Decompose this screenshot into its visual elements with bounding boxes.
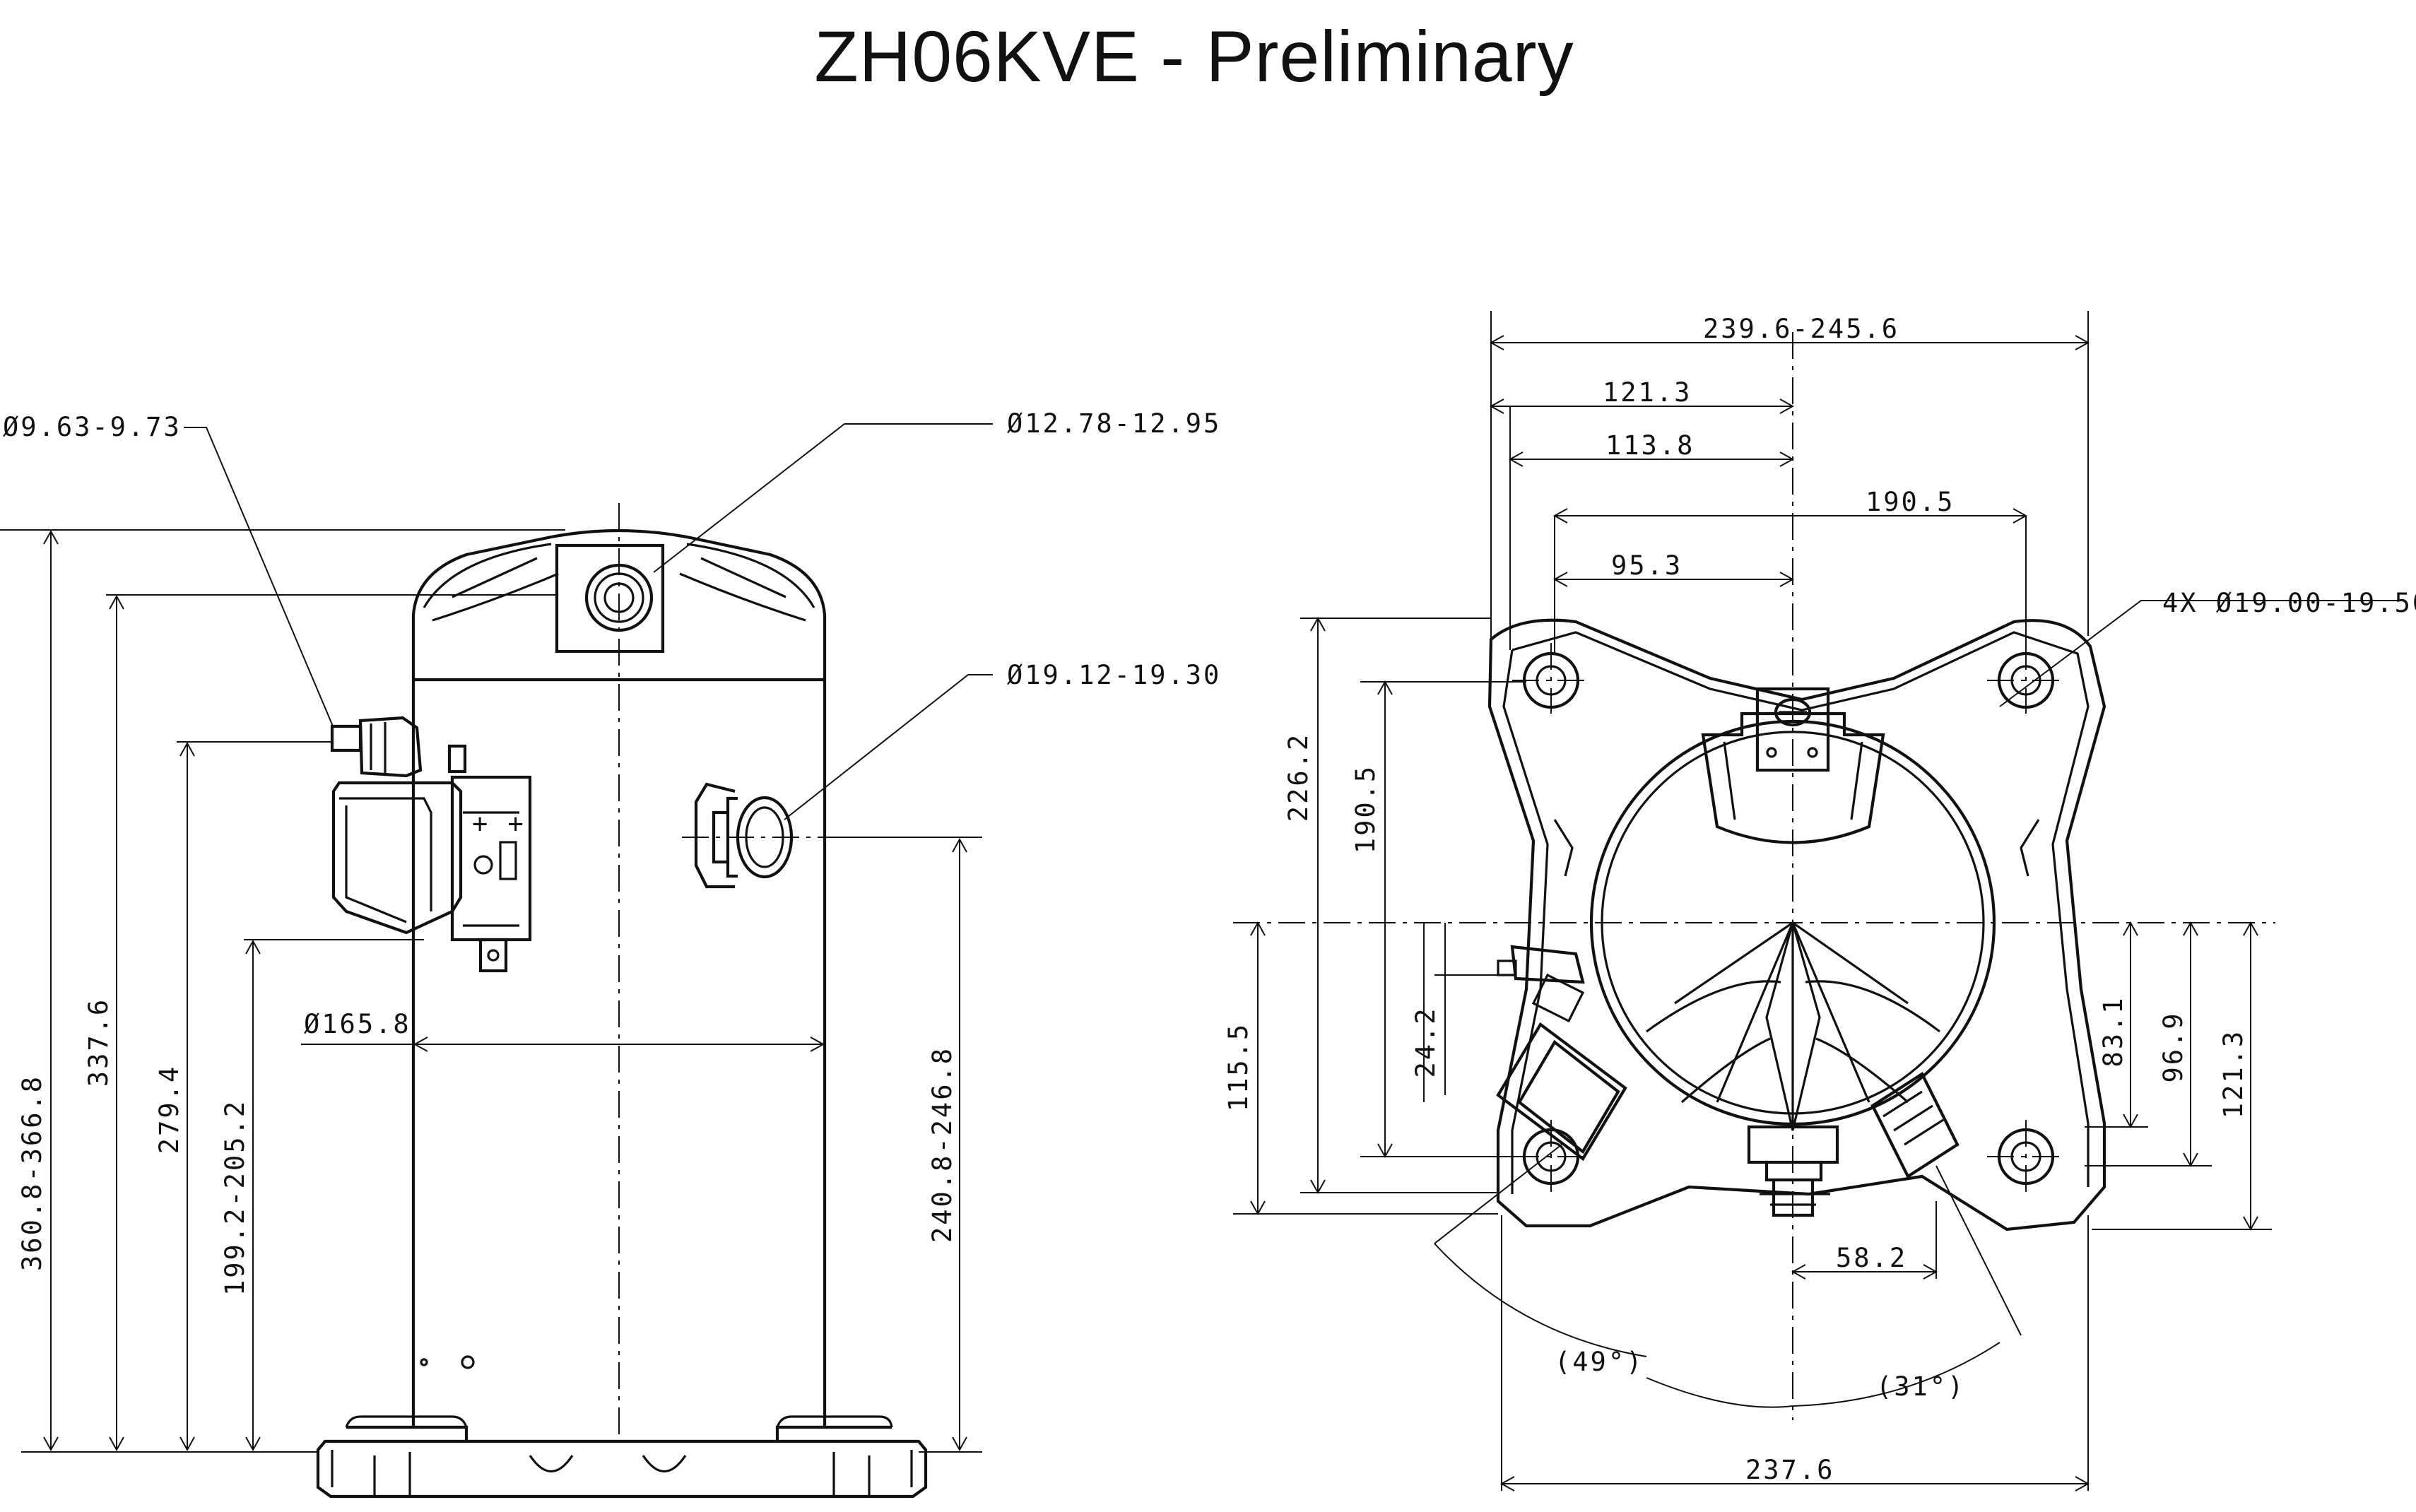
angle-49: (49°) bbox=[1555, 1347, 1644, 1377]
dim-top-conn: Ø12.78-12.95 bbox=[1007, 408, 1221, 439]
dim-holes: 4X Ø19.00-19.50 bbox=[2162, 588, 2416, 618]
side-connection bbox=[694, 782, 736, 889]
dim-83-1: 83.1 bbox=[2098, 996, 2128, 1067]
side-view: + + bbox=[0, 408, 1221, 1499]
terminal-box-top bbox=[1496, 1022, 1627, 1162]
terminal-box bbox=[331, 781, 463, 935]
dim-121-3-v: 121.3 bbox=[2218, 1029, 2249, 1118]
dim-height-240: 240.8-246.8 bbox=[927, 1046, 957, 1243]
right-connector-top bbox=[1870, 1071, 1960, 1179]
dim-226-2: 226.2 bbox=[1283, 733, 1314, 822]
base-plate-top bbox=[1487, 618, 2106, 1232]
dim-height-279: 279.4 bbox=[154, 1065, 184, 1154]
suction-tube bbox=[330, 724, 363, 752]
dim-190-5-v: 190.5 bbox=[1350, 764, 1381, 854]
dim-96-9: 96.9 bbox=[2158, 1011, 2188, 1082]
dim-height-199: 199.2-205.2 bbox=[220, 1099, 250, 1296]
dim-113-8: 113.8 bbox=[1605, 430, 1695, 461]
dim-190-5: 190.5 bbox=[1866, 487, 1955, 517]
leader-side bbox=[784, 674, 993, 820]
dim-24-2: 24.2 bbox=[1410, 1006, 1441, 1077]
base-plate bbox=[316, 1439, 928, 1499]
svg-text:+ +: + + bbox=[472, 808, 526, 839]
dim-suction-conn: Ø9.63-9.73 bbox=[3, 412, 182, 442]
dim-side-conn: Ø19.12-19.30 bbox=[1007, 660, 1221, 690]
dome-top bbox=[411, 528, 827, 680]
dim-width-overall: 239.6-245.6 bbox=[1703, 314, 1899, 344]
page-title: ZH06KVE - Preliminary bbox=[814, 16, 1574, 97]
leader-holes bbox=[1999, 600, 2403, 707]
dim-115-5: 115.5 bbox=[1223, 1022, 1254, 1111]
angle-arc-49 bbox=[1434, 1243, 1647, 1357]
dim-shell-dia: Ø165.8 bbox=[304, 1009, 411, 1039]
dim-height-337: 337.6 bbox=[83, 998, 114, 1087]
top-fitting bbox=[555, 543, 665, 654]
terminal-plate bbox=[450, 775, 532, 942]
leader-top bbox=[653, 423, 993, 573]
dim-95-3: 95.3 bbox=[1611, 550, 1683, 581]
dim-237-6: 237.6 bbox=[1745, 1455, 1834, 1485]
dim-overall-height: 360.8-366.8 bbox=[17, 1075, 47, 1271]
top-bracket bbox=[1701, 711, 1885, 844]
dim-58-2: 58.2 bbox=[1836, 1243, 1907, 1273]
angle-31: (31°) bbox=[1876, 1371, 1965, 1402]
leader-suction bbox=[184, 427, 334, 728]
dim-121-3: 121.3 bbox=[1603, 377, 1692, 408]
top-view: 239.6-245.6 121.3 113.8 190.5 95.3 4X Ø1… bbox=[1223, 311, 2416, 1492]
